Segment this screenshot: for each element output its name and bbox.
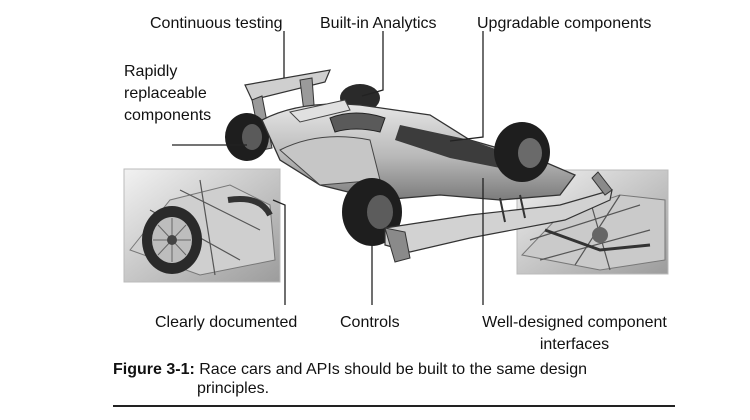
- left-detail-inset: [123, 168, 281, 283]
- caption-text-line2: principles.: [197, 380, 270, 397]
- figure-number: Figure 3-1:: [113, 361, 195, 378]
- label-well-designed-line1: Well-designed component: [482, 314, 667, 331]
- label-rapidly-line3: components: [124, 107, 212, 124]
- label-upgradable-components: Upgradable components: [477, 15, 652, 32]
- caption-rule: [113, 405, 675, 407]
- race-car-body: [225, 69, 613, 263]
- label-clearly-documented: Clearly documented: [155, 314, 298, 331]
- figure-caption: Figure 3-1: Race cars and APIs should be…: [113, 360, 633, 398]
- label-well-designed-line2: interfaces: [539, 336, 610, 353]
- label-built-in-analytics: Built-in Analytics: [320, 15, 437, 32]
- leader-clearly-documented: [272, 199, 286, 305]
- leader-built-in-analytics: [361, 31, 384, 97]
- callout-leader-lines: [172, 31, 484, 305]
- label-rapidly-line2: replaceable: [124, 85, 207, 102]
- leader-upgradable-components: [449, 31, 484, 142]
- caption-text-line1: Race cars and APIs should be built to th…: [194, 361, 588, 378]
- label-rapidly-line1: Rapidly: [124, 63, 178, 80]
- label-controls: Controls: [340, 314, 400, 331]
- label-continuous-testing: Continuous testing: [150, 15, 283, 32]
